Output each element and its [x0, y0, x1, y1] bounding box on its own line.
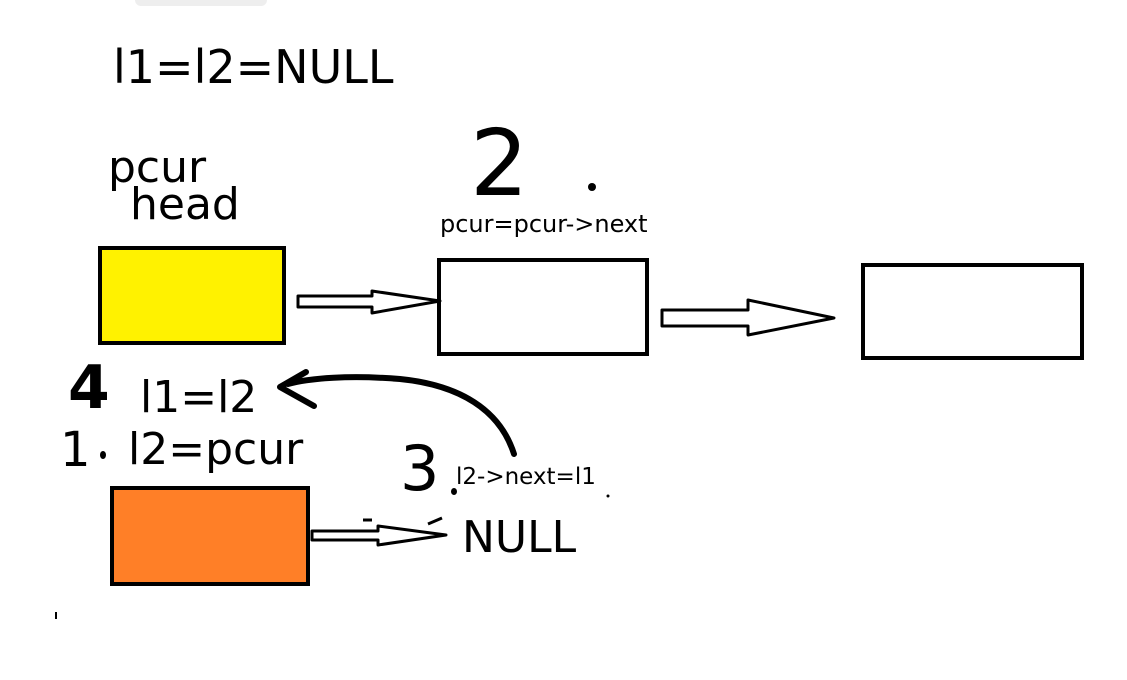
step-2-text: pcur=pcur->next	[440, 210, 648, 238]
second-node	[437, 258, 649, 356]
arrow-icon	[296, 289, 442, 315]
curved-arrow-head	[277, 369, 317, 409]
stray-mark	[55, 612, 57, 619]
top-smudge	[135, 0, 267, 6]
null-label: NULL	[462, 512, 577, 563]
head-label: head	[130, 179, 240, 230]
new-list-node	[110, 486, 310, 586]
step-1-dot	[100, 451, 106, 459]
head-node	[98, 246, 286, 345]
init-text: l1=l2=NULL	[113, 40, 394, 94]
step-1-number: 1	[60, 422, 91, 478]
step-4-number: 4	[68, 353, 110, 423]
arrow-icon	[660, 298, 836, 337]
step-2-dot	[588, 183, 596, 191]
pcur-label: pcur	[108, 142, 207, 193]
third-node	[861, 263, 1084, 360]
step-3-text: l2->next=l1	[456, 464, 596, 490]
step-4-text: l1=l2	[140, 372, 258, 423]
curved-arrow-icon	[285, 374, 517, 457]
step-3-number: 3	[400, 432, 440, 505]
step-1-text: l2=pcur	[128, 424, 304, 475]
scribble-mark	[363, 516, 443, 526]
arrow-icon	[310, 524, 448, 547]
step-2-number: 2	[470, 110, 529, 217]
step-3-dot	[451, 488, 457, 495]
stray-dot	[606, 494, 610, 498]
